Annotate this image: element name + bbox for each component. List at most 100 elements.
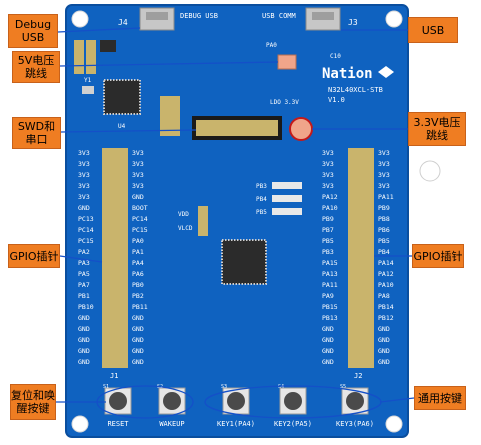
pin-label: PA5 bbox=[78, 270, 90, 278]
pin-label: GND bbox=[378, 347, 390, 355]
pin-label: 3V3 bbox=[132, 182, 144, 190]
pin-label: PC15 bbox=[78, 237, 94, 245]
pcb-board bbox=[65, 4, 409, 438]
pin-label: GND bbox=[132, 336, 144, 344]
button-label: KEY1(PA4) bbox=[217, 420, 255, 428]
main-mcu bbox=[221, 239, 267, 285]
pin-label: 3V3 bbox=[132, 171, 144, 179]
pin-label: 3V3 bbox=[132, 149, 144, 157]
5v-jumper bbox=[277, 54, 297, 70]
button-cap[interactable] bbox=[163, 392, 181, 410]
callout-user-keys: 通用按键 bbox=[414, 386, 466, 410]
label-vlcd: VLCD bbox=[178, 225, 193, 232]
pin-label: BOOT bbox=[132, 204, 148, 212]
mounting-hole bbox=[385, 10, 403, 28]
led-label: PB5 bbox=[256, 209, 267, 216]
mounting-hole bbox=[71, 10, 89, 28]
pin-label: 3V3 bbox=[78, 182, 90, 190]
pin-label: PB11 bbox=[132, 303, 148, 311]
nation-logo-mark bbox=[378, 66, 394, 78]
pin-label: PA15 bbox=[322, 259, 338, 267]
led-group bbox=[272, 182, 302, 215]
pin-label: 3V3 bbox=[322, 171, 334, 179]
pin-label: PB14 bbox=[378, 303, 394, 311]
mounting-hole bbox=[385, 415, 403, 433]
pin-label: PB6 bbox=[378, 226, 390, 234]
pin-label: PB1 bbox=[78, 292, 90, 300]
button-cap[interactable] bbox=[346, 392, 364, 410]
pin-label: PB7 bbox=[322, 226, 334, 234]
pin-label: PB4 bbox=[378, 248, 390, 256]
mounting-hole-outside bbox=[419, 160, 441, 182]
pin-label: PA7 bbox=[78, 281, 90, 289]
pin-label: PA4 bbox=[132, 259, 144, 267]
pin-label: PA10 bbox=[378, 281, 394, 289]
pin-label: GND bbox=[132, 193, 144, 201]
right-inner-pin-labels: 3V33V33V33V3PA12PA10PB9PB7PB5PB3PA15PA13… bbox=[322, 149, 338, 366]
pin-label: 3V3 bbox=[322, 182, 334, 190]
pin-label: GND bbox=[78, 358, 90, 366]
pin-label: PB3 bbox=[322, 248, 334, 256]
pin-label: PA0 bbox=[132, 237, 144, 245]
pin-label: GND bbox=[78, 325, 90, 333]
callout-debug-usb: Debug USB bbox=[8, 14, 58, 48]
pin-label: GND bbox=[132, 314, 144, 322]
pin-label: 3V3 bbox=[78, 160, 90, 168]
callout-usb: USB bbox=[408, 17, 458, 43]
button-cap[interactable] bbox=[284, 392, 302, 410]
callout-reset-wakeup: 复位和唤 醒按键 bbox=[10, 384, 56, 420]
pin-label: 3V3 bbox=[322, 149, 334, 157]
pin-label: 3V3 bbox=[322, 160, 334, 168]
led-label: PB3 bbox=[256, 183, 267, 190]
swd-uart-header bbox=[192, 116, 282, 140]
nation-logo: Nation bbox=[322, 66, 373, 82]
pin-label: PC14 bbox=[78, 226, 94, 234]
pin-label: GND bbox=[378, 336, 390, 344]
label-ldo: LDO 3.3V bbox=[270, 99, 299, 106]
button-cap[interactable] bbox=[227, 392, 245, 410]
pin-label: PB0 bbox=[132, 281, 144, 289]
pin-label: 3V3 bbox=[78, 193, 90, 201]
label-y1: Y1 bbox=[84, 77, 92, 84]
pin-label: PA11 bbox=[378, 193, 394, 201]
button-ref: S4 bbox=[278, 384, 284, 390]
pin-label: PA2 bbox=[78, 248, 90, 256]
crystal bbox=[82, 86, 94, 94]
button-cap[interactable] bbox=[109, 392, 127, 410]
pin-label: GND bbox=[78, 314, 90, 322]
label-c10: C10 bbox=[330, 53, 341, 60]
pin-label: PA12 bbox=[378, 270, 394, 278]
swd-header-small bbox=[160, 96, 180, 136]
board-version: V1.0 bbox=[328, 96, 345, 104]
callout-swd-uart: SWD和 串口 bbox=[12, 117, 61, 149]
pin-label: PC14 bbox=[132, 215, 148, 223]
pin-label: GND bbox=[322, 336, 334, 344]
debugger-chip bbox=[103, 79, 141, 115]
pin-label: PC13 bbox=[78, 215, 94, 223]
pin-label: PB5 bbox=[378, 237, 390, 245]
right-outer-pin-labels: 3V33V33V33V3PA11PB9PB8PB6PB5PB4PA14PA12P… bbox=[378, 149, 394, 366]
button-ref: S1 bbox=[103, 384, 109, 390]
board-model: N32L40XCL-STB bbox=[328, 86, 383, 94]
label-j2: J2 bbox=[354, 372, 362, 380]
label-debug-usb: DEBUG USB bbox=[180, 12, 218, 20]
pin-label: PB12 bbox=[378, 314, 394, 322]
callout-gpio-left: GPIO插针 bbox=[8, 244, 60, 268]
pin-label: PA12 bbox=[322, 193, 338, 201]
button-label: KEY2(PA5) bbox=[274, 420, 312, 428]
pin-label: GND bbox=[132, 325, 144, 333]
pin-label: PB13 bbox=[322, 314, 338, 322]
right-header-strip bbox=[348, 148, 374, 368]
pin-label: GND bbox=[378, 358, 390, 366]
pin-label: PB9 bbox=[322, 215, 334, 223]
3v3-jumper bbox=[289, 117, 313, 141]
pin-label: GND bbox=[378, 325, 390, 333]
pin-label: PB8 bbox=[378, 215, 390, 223]
label-j1: J1 bbox=[110, 372, 118, 380]
pin-label: GND bbox=[78, 347, 90, 355]
button-label: WAKEUP bbox=[159, 420, 184, 428]
button-ref: S5 bbox=[340, 384, 346, 390]
pin-label: PA10 bbox=[322, 204, 338, 212]
pin-label: GND bbox=[322, 347, 334, 355]
left-inner-pin-labels: 3V33V33V33V3GNDBOOTPC14PC15PA0PA1PA4PA6P… bbox=[132, 149, 148, 366]
